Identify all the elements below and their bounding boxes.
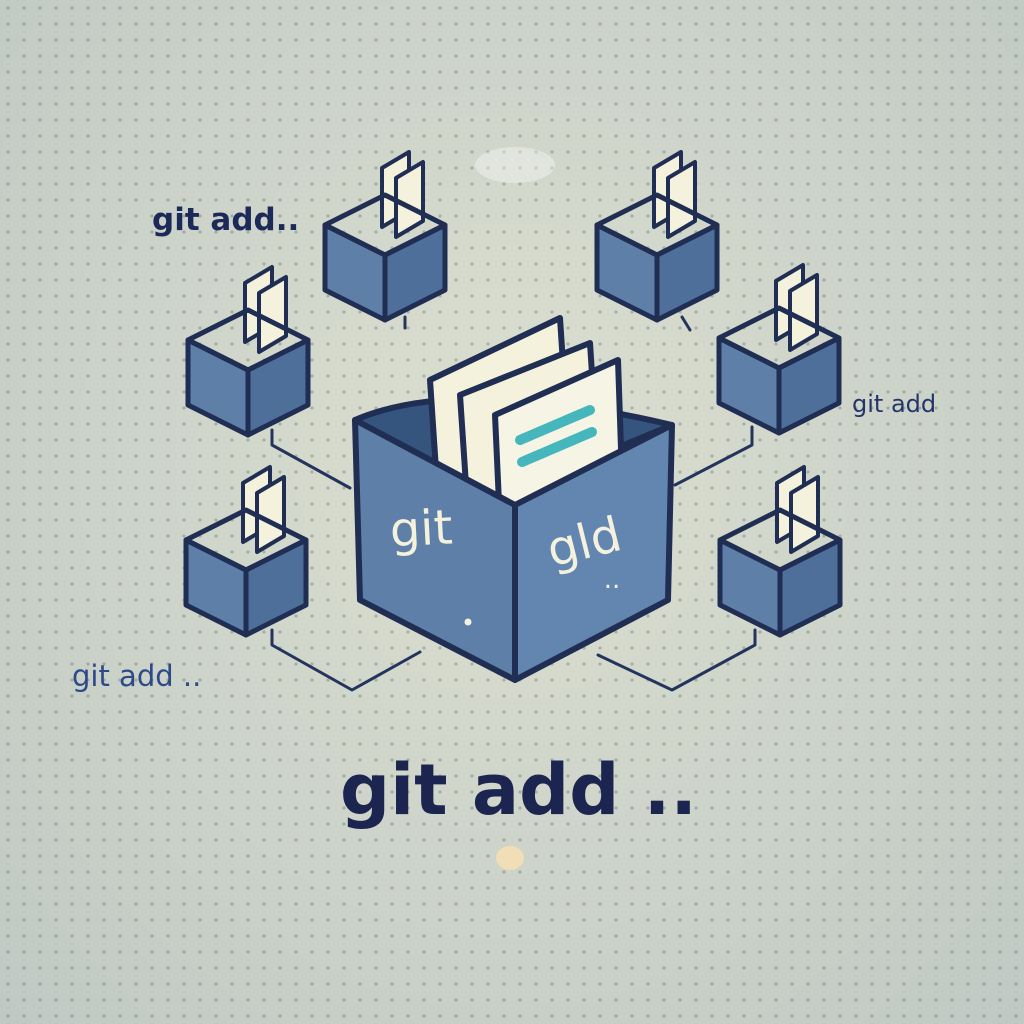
file-folder-box-icon (186, 467, 306, 635)
connector-line-left-upper (270, 428, 352, 490)
small-box-bottom-left (186, 467, 306, 635)
small-box-top-left (325, 152, 445, 320)
label-right: git add (852, 390, 937, 418)
box-label-left: git (388, 499, 453, 558)
accent-dot (496, 846, 524, 870)
file-folder-box-icon (188, 267, 308, 435)
label-top-left: git add.. (152, 202, 300, 238)
central-box-right-face (512, 422, 675, 683)
file-folder-box-icon (597, 152, 717, 320)
file-folder-box-icon (720, 467, 840, 635)
central-staging-box: git gld .. (352, 315, 675, 683)
small-box-mid-left (188, 267, 308, 435)
connector-lines (270, 315, 757, 692)
label-bottom-center: git add .. (340, 749, 697, 831)
connector-line-right-lower (596, 628, 757, 692)
connector-line-right-upper (673, 425, 754, 487)
box-label-dots: .. (604, 565, 621, 595)
file-folder-box-icon (719, 265, 839, 433)
small-box-top-right (597, 152, 717, 320)
connector-line-left-lower (270, 628, 422, 692)
small-box-mid-right (719, 265, 839, 433)
label-bottom-left: git add .. (72, 659, 202, 693)
faint-highlight-shape (475, 147, 555, 183)
box-dot-mark (464, 618, 472, 626)
connector-stub-top-right (680, 315, 692, 332)
small-box-bottom-right (720, 467, 840, 635)
document-accent-line-bottom (517, 427, 597, 467)
document-accent-line-top (515, 405, 595, 445)
file-folder-box-icon (325, 152, 445, 320)
